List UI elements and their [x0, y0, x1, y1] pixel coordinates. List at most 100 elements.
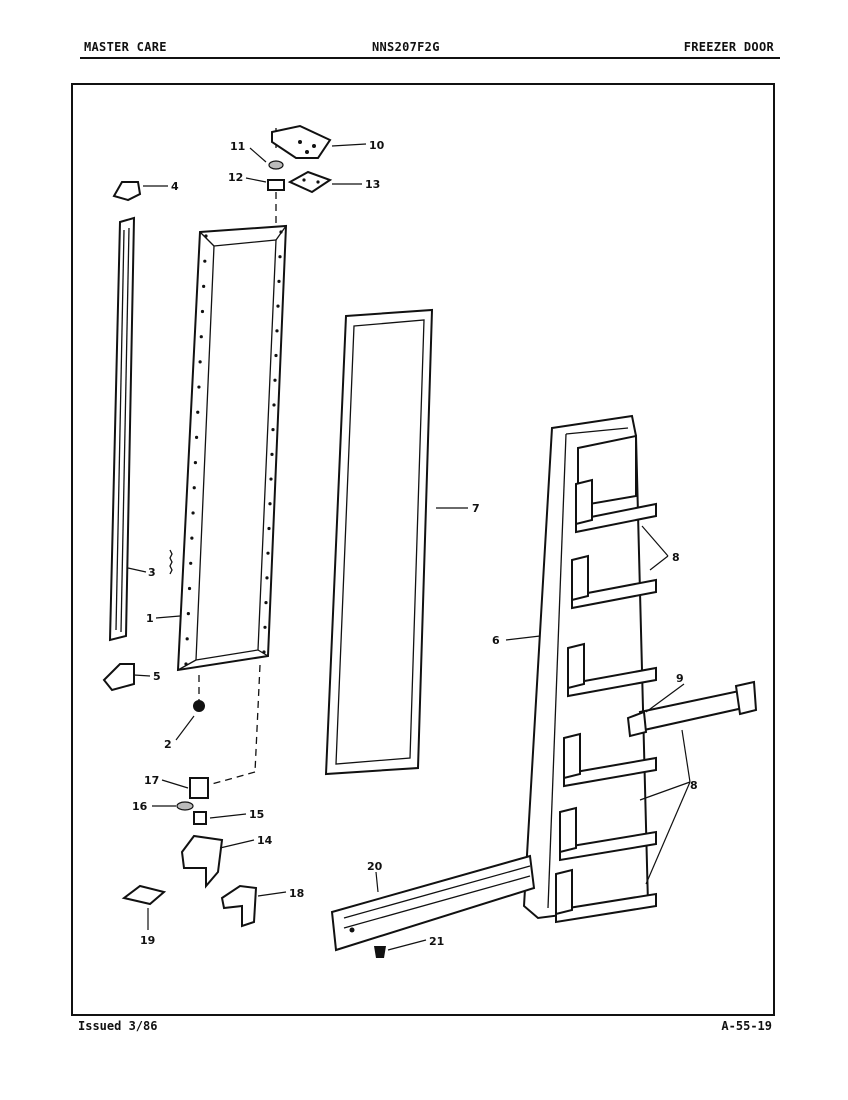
callout-2: 2 — [164, 738, 172, 751]
screw-hole — [273, 378, 277, 382]
screw-hole — [275, 329, 279, 333]
door-screw-holes — [184, 230, 283, 666]
callout-17: 17 — [144, 774, 159, 787]
screw-hole — [186, 612, 190, 616]
shelf-rail — [575, 502, 657, 534]
footer-issued: Issued 3/86 — [78, 1019, 158, 1033]
callout-16: 16 — [132, 800, 148, 813]
part-hinge-shim — [287, 170, 333, 194]
part-hinge-pin-bushing — [189, 777, 209, 799]
screw-hole — [265, 576, 269, 580]
callout-9: 9 — [676, 672, 684, 685]
part-spring — [169, 549, 173, 575]
screw-hole — [194, 435, 199, 440]
screw-hole — [190, 536, 194, 540]
header-model: NNS207F2G — [372, 40, 440, 54]
callout-15: 15 — [249, 808, 264, 821]
part-hinge-pin — [193, 811, 207, 825]
screw-hole — [189, 561, 193, 565]
screw-hole — [184, 662, 188, 666]
callout-12: 12 — [228, 171, 243, 184]
part-hinge-bracket — [220, 884, 258, 928]
callout-18: 18 — [289, 887, 304, 900]
part-washer — [268, 160, 284, 170]
part-shim-plate — [121, 884, 167, 906]
door-shelf-rails — [555, 478, 657, 924]
part-screw — [374, 946, 386, 958]
screw-hole — [262, 650, 266, 654]
header-brand: MASTER CARE — [84, 40, 167, 54]
screw-hole — [185, 637, 189, 641]
shelf-bracket — [563, 732, 581, 780]
callout-5: 5 — [153, 670, 161, 683]
screw-hole — [204, 234, 208, 238]
screw-hole — [263, 625, 267, 629]
shelf-bracket — [575, 478, 593, 526]
shelf-bracket — [571, 554, 589, 602]
diagram-frame — [71, 83, 775, 1016]
leader-lines — [127, 143, 691, 951]
part-handle-strip — [108, 216, 136, 642]
screw-hole — [277, 279, 281, 284]
screw-hole — [267, 526, 271, 531]
callout-20: 20 — [367, 860, 383, 873]
screw-hole — [279, 230, 283, 234]
screw-hole — [197, 385, 201, 389]
callout-11: 11 — [230, 140, 245, 153]
shelf-rail — [559, 830, 657, 862]
callout-13: 13 — [365, 178, 380, 191]
screw-hole — [192, 486, 196, 490]
callout-8-lower: 8 — [690, 779, 698, 792]
screw-hole — [202, 284, 206, 288]
part-door-gasket — [324, 308, 434, 776]
callout-6: 6 — [492, 634, 500, 647]
callout-4: 4 — [171, 180, 179, 193]
part-bushing — [267, 179, 285, 191]
shelf-bracket — [567, 642, 585, 690]
callout-10: 10 — [369, 139, 385, 152]
part-outer-door-panel — [176, 224, 288, 672]
part-lower-bracket — [102, 663, 135, 692]
screw-hole — [269, 477, 273, 481]
shelf-rail — [555, 892, 657, 924]
part-upper-hinge — [271, 124, 332, 159]
screw-hole — [266, 551, 270, 555]
callout-7: 7 — [472, 502, 480, 515]
callout-1: 1 — [146, 612, 154, 625]
callout-8-upper: 8 — [672, 551, 680, 564]
screw-hole — [270, 452, 274, 456]
header-rule — [80, 57, 780, 59]
screw-hole — [198, 360, 202, 364]
part-top-bracket — [112, 181, 142, 202]
shelf-bracket — [555, 868, 573, 916]
screw-hole — [191, 511, 195, 515]
footer-page-code: A-55-19 — [721, 1019, 772, 1033]
screw-hole — [203, 259, 207, 263]
screw-hole — [200, 309, 205, 314]
screw-hole — [199, 335, 203, 339]
shelf-rail — [567, 666, 657, 698]
callout-21: 21 — [429, 935, 444, 948]
screw-hole — [268, 502, 272, 506]
header-section: FREEZER DOOR — [683, 40, 774, 54]
part-plug — [193, 700, 205, 712]
screw-hole — [187, 586, 192, 591]
callout-14: 14 — [257, 834, 273, 847]
shelf-rail — [571, 578, 657, 610]
screw-hole — [264, 600, 268, 605]
screw-hole — [278, 255, 282, 259]
screw-hole — [193, 460, 198, 465]
screw-hole — [196, 410, 200, 414]
callout-19: 19 — [140, 934, 155, 947]
part-lower-hinge — [180, 834, 224, 889]
part-shelf-bar — [626, 680, 758, 738]
callout-3: 3 — [148, 566, 156, 579]
shelf-bracket — [559, 806, 577, 854]
screw-hole — [271, 428, 275, 432]
screw-hole — [274, 353, 278, 358]
screw-hole — [272, 403, 276, 407]
part-lower-washer — [176, 801, 194, 811]
part-bottom-rail — [330, 854, 536, 952]
screw-hole — [276, 304, 280, 308]
